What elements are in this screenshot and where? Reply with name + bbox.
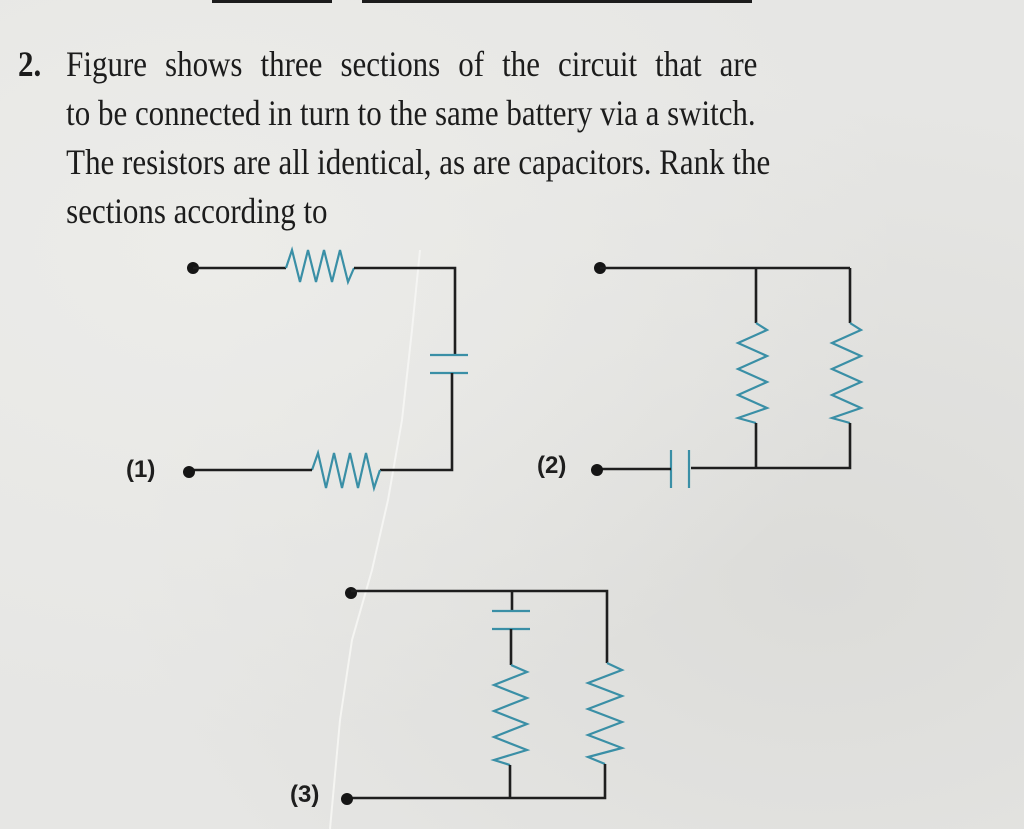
circuit-section-2 [591, 262, 864, 488]
top-rule [212, 0, 332, 3]
question-text-line: Figure shows three sections of the circu… [66, 44, 758, 84]
section-label-1: (1) [126, 456, 156, 483]
terminal-dot [341, 793, 353, 805]
circuit-section-3 [341, 587, 626, 805]
capacitor-icon [492, 609, 530, 631]
resistor-icon [490, 663, 531, 767]
resistor-icon [284, 246, 356, 286]
question-text-line: The resistors are all identical, as are … [66, 142, 771, 182]
capacitor-icon [669, 450, 691, 488]
capacitor-icon [430, 353, 468, 375]
resistor-icon [310, 449, 382, 493]
terminal-dot [345, 587, 357, 599]
resistor-icon [734, 322, 770, 425]
resistor-icon [584, 662, 626, 766]
terminal-dot [591, 464, 603, 476]
wire [380, 373, 454, 472]
question-number: 2. [18, 44, 42, 84]
wire [600, 266, 852, 323]
resistor-icon [828, 322, 864, 425]
question-text-line: sections according to [66, 191, 328, 231]
top-rule [362, 0, 752, 3]
wire [348, 764, 607, 800]
terminal-dot [183, 466, 195, 478]
section-label-3: (3) [290, 781, 320, 808]
circuit-section-1 [183, 246, 468, 493]
wire [354, 266, 457, 355]
question-text-line: to be connected in turn to the same batt… [66, 93, 756, 133]
wire [351, 589, 609, 663]
section-label-2: (2) [537, 452, 567, 479]
paper-crease [329, 249, 421, 829]
wire [691, 423, 852, 470]
